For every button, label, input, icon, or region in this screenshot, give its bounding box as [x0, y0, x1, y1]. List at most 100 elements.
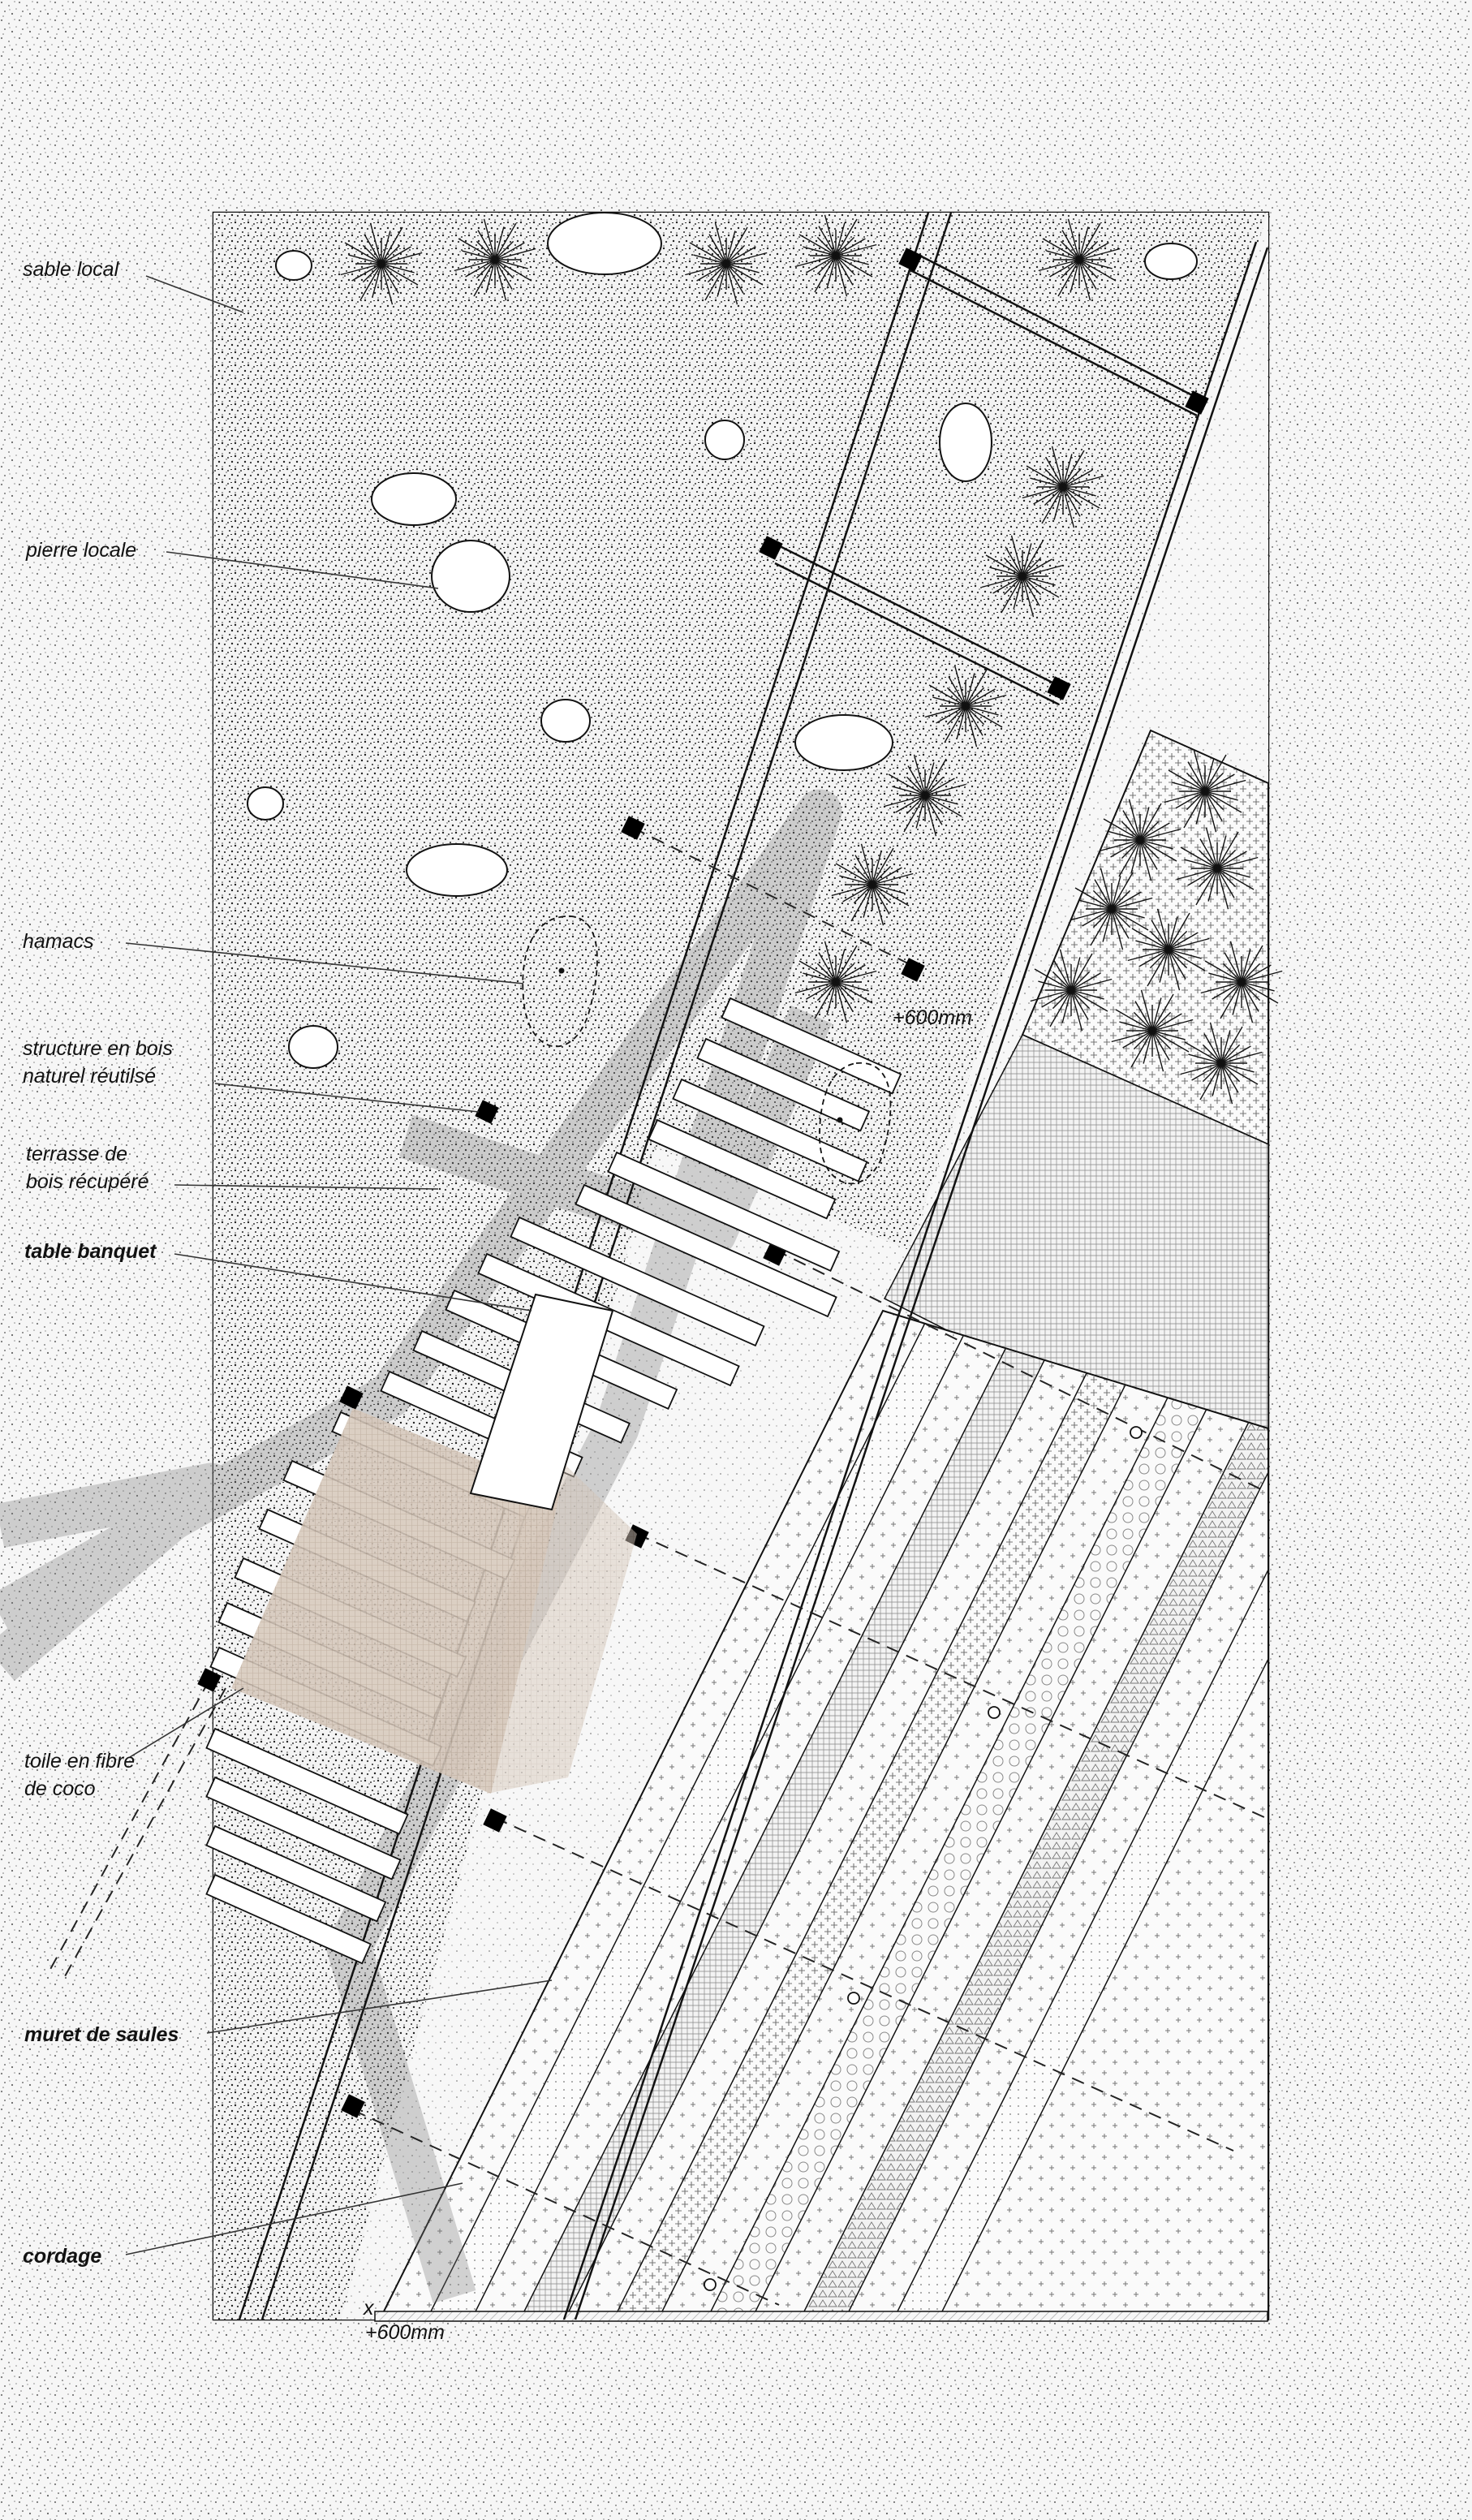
label-pierre-locale: pierre locale [25, 539, 136, 562]
tuft-blade [872, 867, 902, 885]
tuft-blade [693, 254, 727, 265]
tuft-blade [689, 242, 727, 265]
tuft-blade [1038, 259, 1080, 272]
tuft-blade [928, 684, 966, 707]
tuft-blade [1220, 1062, 1233, 1105]
paving-border [378, 1309, 1269, 2320]
tuft-blade [824, 941, 837, 983]
grass-tuft [981, 535, 1064, 618]
post [341, 2094, 365, 2118]
plank [205, 1873, 372, 1965]
tuft-blade [725, 244, 746, 265]
tuft-blade [1118, 839, 1141, 877]
tuft-blade [803, 972, 837, 983]
tuft-blade [806, 255, 837, 274]
tuft-blade [872, 851, 882, 885]
tuft-blade [1111, 876, 1121, 910]
tuft-blade [483, 218, 496, 261]
tuft-blade [1159, 949, 1169, 983]
tuft-blade [872, 872, 914, 885]
stone [704, 420, 745, 460]
tuft-blade [835, 981, 855, 1002]
post [759, 536, 783, 560]
tuft-blade [1151, 993, 1174, 1032]
tuft-blade [814, 255, 837, 293]
tuft-blade [340, 263, 382, 276]
label-terrasse-line1: terrasse de [26, 1143, 127, 1165]
tuft-blade [872, 865, 892, 885]
tuft-blade [1241, 970, 1283, 983]
post [1185, 390, 1209, 415]
stone [406, 843, 508, 897]
paving-stripe [883, 1311, 1268, 2320]
tuft-blade [1168, 949, 1186, 980]
paving-stripe [790, 1311, 1268, 2320]
tuft-blade [1102, 908, 1113, 942]
tuft-blade [1156, 908, 1169, 950]
tuft-blade [835, 963, 855, 983]
banquet-table [469, 1293, 614, 1511]
tuft-blade [1128, 799, 1141, 841]
tuft-blade [1062, 467, 1082, 488]
tuft-blade [965, 705, 983, 736]
tuft-blade [1070, 259, 1080, 293]
tuft-blade [1151, 920, 1169, 950]
tuft-blade [985, 554, 1023, 577]
planted-area [883, 729, 1269, 1495]
tuft-blade [835, 970, 877, 983]
tuft-blade [1198, 849, 1218, 869]
tuft-blade [1168, 949, 1206, 971]
grass-tuft [1164, 750, 1246, 833]
label-structure-line2: naturel réutilsé [23, 1065, 156, 1088]
tuft-blade [1143, 1030, 1153, 1064]
tuft-blade [1062, 450, 1085, 488]
tuft-blade [1176, 868, 1218, 881]
tuft-blade [1041, 486, 1064, 524]
tuft-blade [1172, 782, 1206, 792]
tuft-blade [1062, 469, 1093, 488]
tuft-blade [1062, 486, 1096, 497]
tuft-blade [1090, 908, 1113, 946]
tuft-blade [1061, 989, 1072, 1023]
level-lower: +600mm [365, 2321, 445, 2344]
tuft-blade [351, 263, 382, 282]
tuft-blade [1070, 989, 1089, 1020]
stone [288, 1025, 338, 1069]
tuft-blade [1241, 981, 1259, 1012]
tuft-blade [1184, 859, 1218, 869]
tuft-blade [1216, 835, 1227, 869]
tuft-blade [1070, 953, 1093, 991]
tuft-blade [1151, 1013, 1182, 1032]
tuft-blade [1204, 758, 1215, 792]
tuft-blade [1151, 1030, 1186, 1040]
tuft-blade [1070, 989, 1083, 1032]
tuft-blade [1078, 259, 1091, 301]
tuft-blade [1204, 790, 1225, 811]
tuft-blade [1074, 887, 1113, 910]
tuft-blade [1149, 930, 1169, 950]
grass-tuft [884, 754, 966, 837]
tuft-blade [1070, 971, 1091, 991]
post [197, 1668, 222, 1692]
tuft-blade [924, 795, 962, 817]
tuft-blade [1204, 790, 1217, 833]
tuft-blade [1204, 754, 1227, 792]
leader-lines [125, 275, 553, 2255]
tuft-blade [816, 255, 837, 275]
tuft-blade [1022, 575, 1042, 596]
grass-tuft [1180, 1022, 1263, 1105]
tuft-blade [884, 795, 926, 808]
tuft-blade [372, 263, 382, 297]
sand-zone [213, 213, 906, 2320]
tuft-blade [362, 263, 382, 283]
grass-tuft [685, 222, 768, 305]
tuft-blade [1044, 467, 1064, 488]
paving-stripe [416, 1311, 992, 2320]
tuft-blade [1204, 779, 1246, 792]
tuft-blade [1049, 259, 1080, 278]
tuft-blade [494, 259, 514, 279]
tuft-blade [1241, 964, 1272, 983]
tuft-blade [1216, 831, 1239, 869]
tuft-blade [348, 254, 382, 265]
tuft-blade [1224, 952, 1242, 983]
